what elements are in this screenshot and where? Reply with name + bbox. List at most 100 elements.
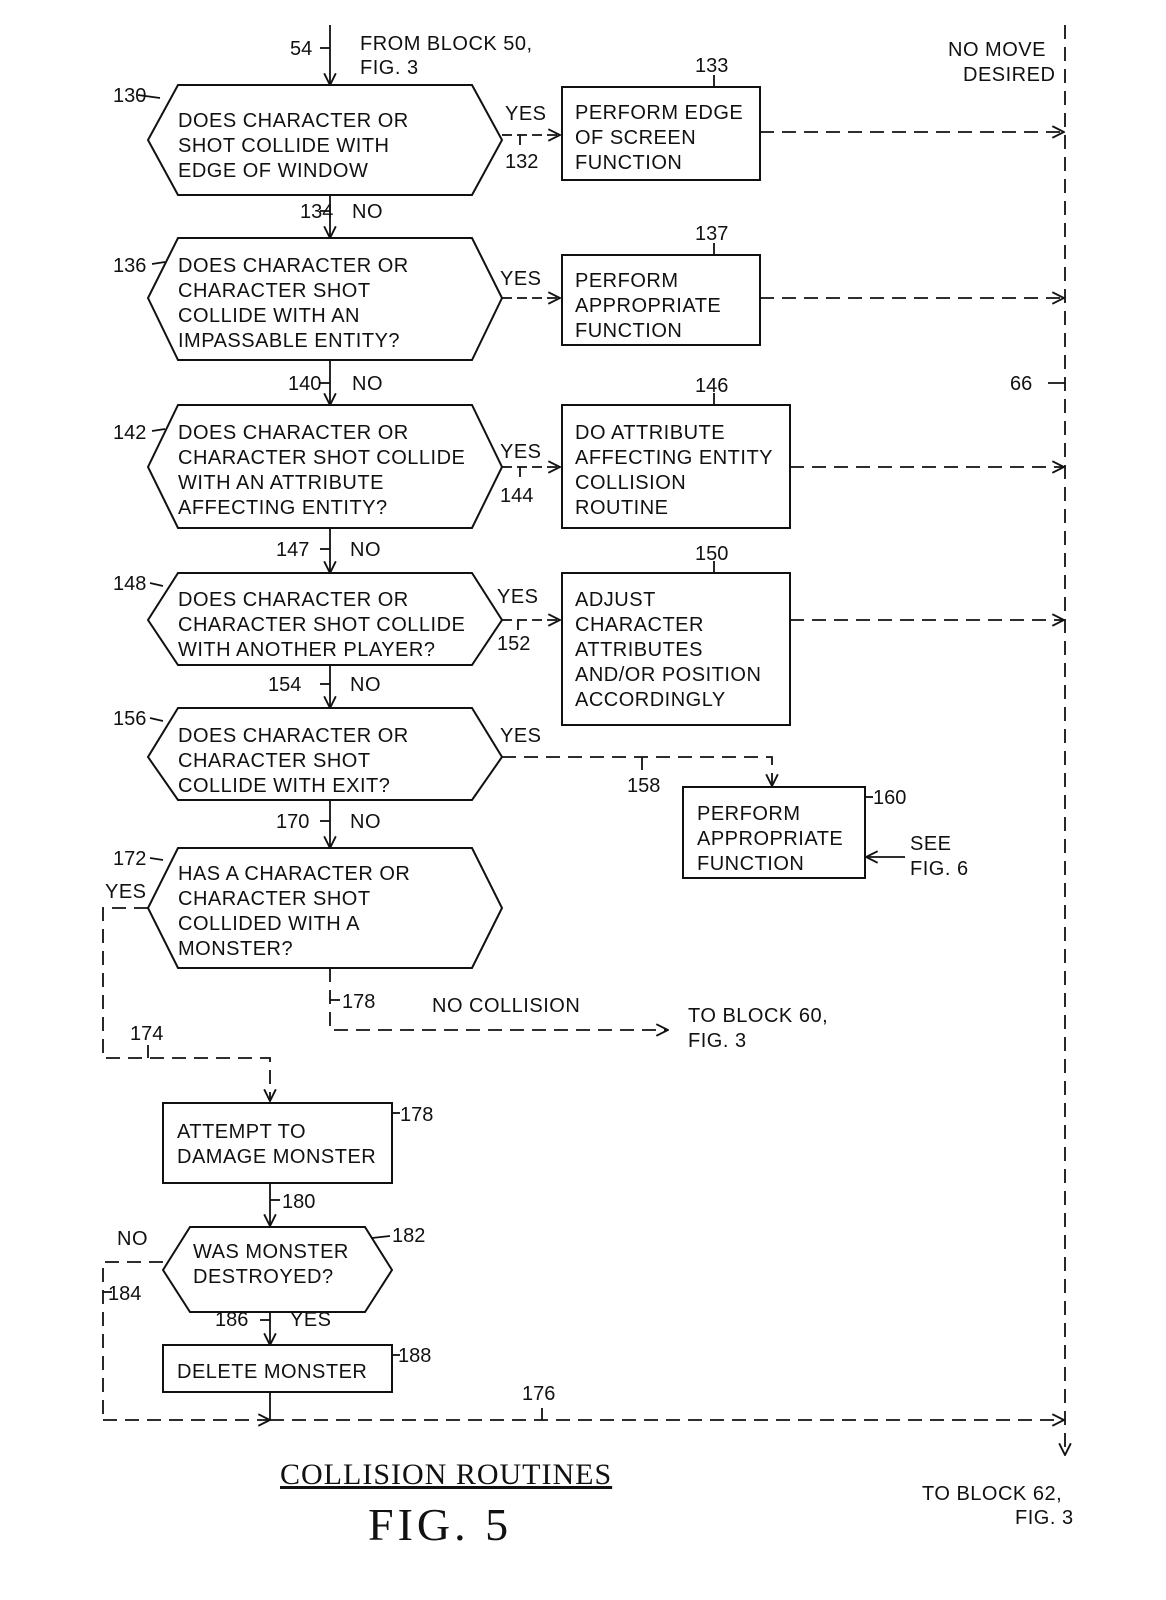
decision-text: COLLIDED WITH A bbox=[178, 913, 360, 935]
ref-146: 146 bbox=[695, 375, 728, 397]
process-188: 188 DELETE MONSTER bbox=[162, 1344, 431, 1420]
ref-133: 133 bbox=[695, 55, 728, 77]
process-text: DELETE MONSTER bbox=[177, 1361, 367, 1383]
no-label: NO bbox=[352, 373, 383, 395]
process-text: APPROPRIATE bbox=[575, 295, 721, 317]
ref-132: 132 bbox=[505, 151, 538, 173]
process-text: PERFORM EDGE bbox=[575, 102, 743, 124]
process-text: COLLISION bbox=[575, 472, 686, 494]
no-move-line1: NO MOVE bbox=[948, 39, 1046, 61]
process-text: ACCORDINGLY bbox=[575, 689, 726, 711]
ref-130: 130 bbox=[113, 85, 146, 107]
process-text: PERFORM bbox=[575, 270, 679, 292]
process-137: 137 PERFORM APPROPRIATE FUNCTION bbox=[561, 223, 1064, 346]
process-text: ATTEMPT TO bbox=[177, 1121, 306, 1143]
decision-text: DOES CHARACTER OR bbox=[178, 255, 409, 277]
ref-148: 148 bbox=[113, 573, 146, 595]
ref-158: 158 bbox=[627, 775, 660, 797]
decision-text: CHARACTER SHOT COLLIDE bbox=[178, 447, 465, 469]
ref-134: 134 bbox=[300, 201, 333, 223]
process-178: 178 ATTEMPT TO DAMAGE MONSTER 180 bbox=[162, 1102, 433, 1226]
ref-186: 186 bbox=[215, 1309, 248, 1331]
decision-142: 142 DOES CHARACTER OR CHARACTER SHOT COL… bbox=[113, 404, 560, 573]
decision-172: 172 HAS A CHARACTER OR CHARACTER SHOT CO… bbox=[102, 847, 828, 1101]
ref-54: 54 bbox=[290, 38, 312, 60]
decision-text: DOES CHARACTER OR bbox=[178, 589, 409, 611]
decision-text: CHARACTER SHOT bbox=[178, 888, 371, 910]
decision-text: CHARACTER SHOT bbox=[178, 280, 371, 302]
process-text: FUNCTION bbox=[697, 853, 804, 875]
yes-label: YES bbox=[505, 103, 547, 125]
ref-144: 144 bbox=[500, 485, 533, 507]
yes-label: YES bbox=[497, 586, 539, 608]
see-fig-6-line1: SEE bbox=[910, 833, 952, 855]
figure-number: FIG. 5 bbox=[368, 1499, 512, 1550]
from-block-50-line1: FROM BLOCK 50, bbox=[360, 33, 533, 55]
decision-text: DESTROYED? bbox=[193, 1266, 334, 1288]
decision-text: IMPASSABLE ENTITY? bbox=[178, 330, 400, 352]
ref-137: 137 bbox=[695, 223, 728, 245]
decision-text: DOES CHARACTER OR bbox=[178, 422, 409, 444]
decision-148: 148 DOES CHARACTER OR CHARACTER SHOT COL… bbox=[113, 572, 560, 708]
process-text: ROUTINE bbox=[575, 497, 669, 519]
ref-170: 170 bbox=[276, 811, 309, 833]
process-text: CHARACTER bbox=[575, 614, 704, 636]
decision-130: 130 DOES CHARACTER OR SHOT COLLIDE WITH … bbox=[113, 84, 560, 238]
decision-text: EDGE OF WINDOW bbox=[178, 160, 368, 182]
decision-text: SHOT COLLIDE WITH bbox=[178, 135, 390, 157]
ref-172: 172 bbox=[113, 848, 146, 870]
to-block-60-line2: FIG. 3 bbox=[688, 1030, 747, 1052]
yes-label: YES bbox=[290, 1309, 332, 1331]
figure-title: COLLISION ROUTINES bbox=[280, 1458, 612, 1491]
process-text: PERFORM bbox=[697, 803, 801, 825]
decision-text: CHARACTER SHOT COLLIDE bbox=[178, 614, 465, 636]
process-text: ATTRIBUTES bbox=[575, 639, 703, 661]
process-text: ADJUST bbox=[575, 589, 656, 611]
ref-160: 160 bbox=[873, 787, 906, 809]
ref-142: 142 bbox=[113, 422, 146, 444]
entry-connector: 54 FROM BLOCK 50, FIG. 3 bbox=[290, 25, 533, 85]
ref-150: 150 bbox=[695, 543, 728, 565]
process-text: AND/OR POSITION bbox=[575, 664, 761, 686]
ref-184: 184 bbox=[108, 1283, 141, 1305]
decision-156: 156 DOES CHARACTER OR CHARACTER SHOT COL… bbox=[113, 707, 772, 848]
merge-path: 176 TO BLOCK 62, FIG. 3 bbox=[103, 1383, 1073, 1529]
process-text: DO ATTRIBUTE bbox=[575, 422, 725, 444]
ref-178: 178 bbox=[400, 1104, 433, 1126]
ref-140: 140 bbox=[288, 373, 321, 395]
yes-label: YES bbox=[500, 268, 542, 290]
process-text: DAMAGE MONSTER bbox=[177, 1146, 376, 1168]
no-move-line2: DESIRED bbox=[963, 64, 1055, 86]
to-block-60-line1: TO BLOCK 60, bbox=[688, 1005, 828, 1027]
ref-180: 180 bbox=[282, 1191, 315, 1213]
decision-182: 182 WAS MONSTER DESTROYED? NO 184 186 YE… bbox=[102, 1225, 425, 1420]
decision-136: 136 DOES CHARACTER OR CHARACTER SHOT COL… bbox=[113, 237, 560, 405]
decision-text: COLLIDE WITH EXIT? bbox=[178, 775, 390, 797]
ref-156: 156 bbox=[113, 708, 146, 730]
ref-178-no-collision: 178 bbox=[342, 991, 375, 1013]
ref-188: 188 bbox=[398, 1345, 431, 1367]
yes-label: YES bbox=[500, 725, 542, 747]
decision-text: HAS A CHARACTER OR bbox=[178, 863, 410, 885]
decision-text: CHARACTER SHOT bbox=[178, 750, 371, 772]
see-fig-6-line2: FIG. 6 bbox=[910, 858, 969, 880]
yes-label: YES bbox=[500, 441, 542, 463]
no-label: NO bbox=[117, 1228, 148, 1250]
process-150: 150 ADJUST CHARACTER ATTRIBUTES AND/OR P… bbox=[561, 543, 1064, 726]
no-collision-label: NO COLLISION bbox=[432, 995, 580, 1017]
decision-text: WITH AN ATTRIBUTE bbox=[178, 472, 384, 494]
ref-152: 152 bbox=[497, 633, 530, 655]
process-text: APPROPRIATE bbox=[697, 828, 843, 850]
decision-text: WITH ANOTHER PLAYER? bbox=[178, 639, 435, 661]
ref-66: 66 bbox=[1010, 373, 1032, 395]
no-label: NO bbox=[350, 539, 381, 561]
decision-text: MONSTER? bbox=[178, 938, 293, 960]
process-text: FUNCTION bbox=[575, 152, 682, 174]
ref-174: 174 bbox=[130, 1023, 163, 1045]
from-block-50-line2: FIG. 3 bbox=[360, 57, 419, 79]
no-label: NO bbox=[352, 201, 383, 223]
process-text: FUNCTION bbox=[575, 320, 682, 342]
decision-text: DOES CHARACTER OR bbox=[178, 110, 409, 132]
